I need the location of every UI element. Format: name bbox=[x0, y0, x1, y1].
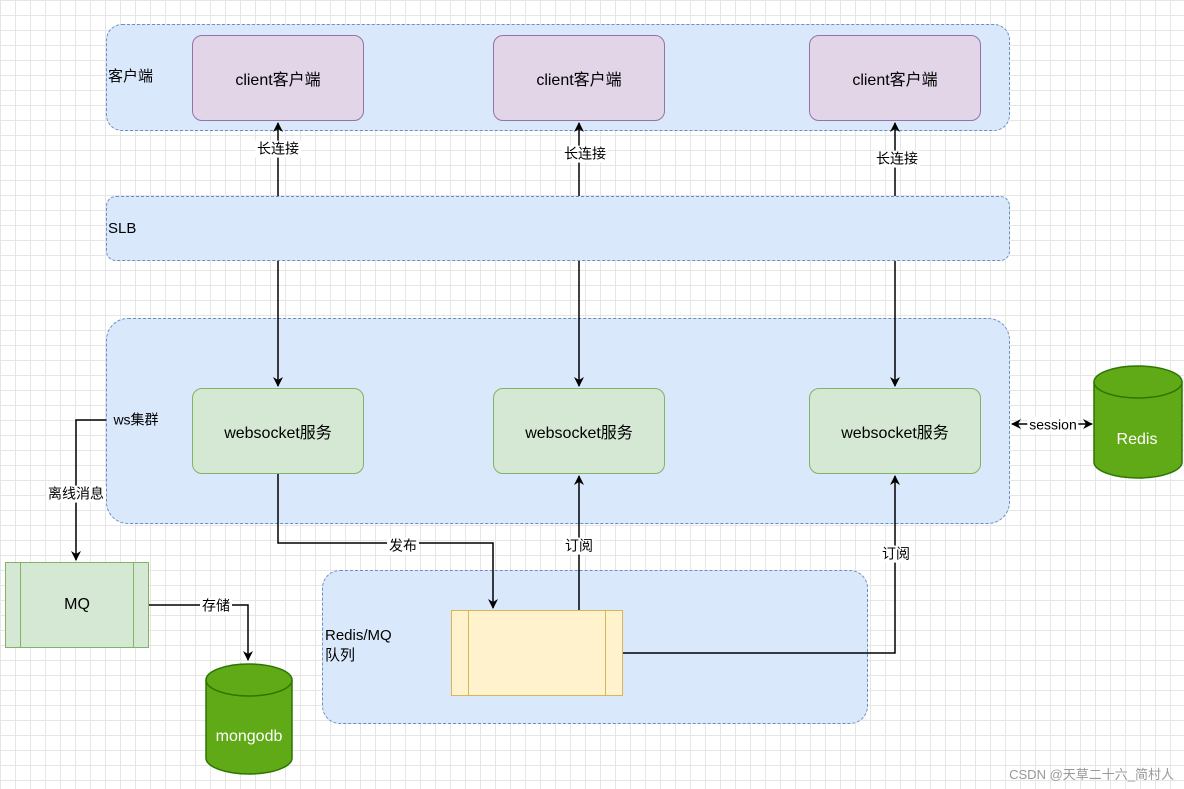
session-label: session bbox=[1027, 416, 1079, 434]
websocket-service-1[interactable]: websocket服务 bbox=[192, 388, 364, 474]
mq-box[interactable]: MQ bbox=[5, 562, 149, 648]
client-box-3[interactable]: client客户端 bbox=[809, 35, 981, 121]
subscribe-line-2 bbox=[623, 475, 900, 654]
store-label: 存储 bbox=[200, 597, 232, 615]
offline-msg-label: 离线消息 bbox=[46, 485, 106, 503]
client-box-1[interactable]: client客户端 bbox=[192, 35, 364, 121]
redis-cylinder bbox=[1093, 365, 1183, 479]
offline-msg-line bbox=[71, 419, 106, 561]
publish-line bbox=[277, 474, 498, 609]
subscribe-label-1: 订阅 bbox=[563, 537, 595, 555]
long-conn-label-1: 长连接 bbox=[255, 140, 301, 158]
redis-label: Redis bbox=[1116, 431, 1158, 448]
queue-group-label: Redis/MQ 队列 bbox=[325, 627, 392, 664]
mongodb-label: mongodb bbox=[215, 728, 283, 745]
client-group-label: 客户端 bbox=[108, 68, 154, 85]
publish-label: 发布 bbox=[387, 537, 419, 555]
subscribe-label-2: 订阅 bbox=[880, 545, 912, 563]
watermark-text: CSDN @天草二十六_简村人 bbox=[1009, 767, 1174, 782]
ws-cluster-label: ws集群 bbox=[111, 411, 161, 429]
slb-label: SLB bbox=[108, 220, 137, 237]
slb-group bbox=[106, 196, 1010, 261]
long-conn-label-2: 长连接 bbox=[562, 145, 608, 163]
store-line bbox=[149, 604, 253, 661]
redis-mq-queue[interactable] bbox=[451, 610, 623, 696]
websocket-service-3[interactable]: websocket服务 bbox=[809, 388, 981, 474]
long-conn-label-3: 长连接 bbox=[874, 150, 920, 168]
client-box-2[interactable]: client客户端 bbox=[493, 35, 665, 121]
websocket-service-2[interactable]: websocket服务 bbox=[493, 388, 665, 474]
mongodb-cylinder bbox=[205, 663, 293, 775]
